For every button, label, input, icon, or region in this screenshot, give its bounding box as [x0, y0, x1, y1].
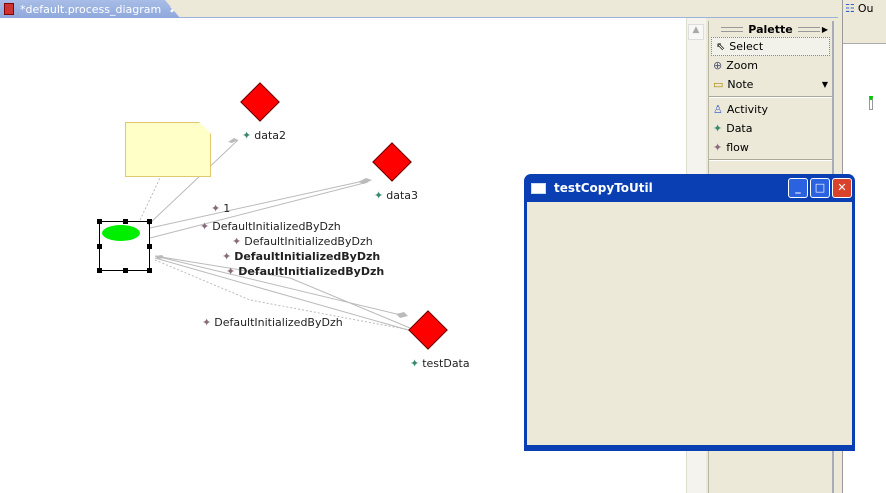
selection-handle[interactable] — [97, 268, 102, 273]
flow-label[interactable]: ✦1 — [211, 202, 231, 215]
connection-line — [154, 255, 406, 317]
flow-label[interactable]: ✦DefaultInitializedByDzh — [222, 250, 381, 263]
palette-item-zoom[interactable]: ⊕Zoom — [713, 59, 758, 72]
dialog-title: testCopyToUtil — [554, 181, 653, 195]
arrow-cursor-icon: ⇖ — [716, 40, 726, 53]
collapse-palette-icon[interactable]: ▶ — [821, 24, 828, 34]
activity-icon: ♙ — [713, 103, 723, 116]
flow-icon: ✦ — [222, 250, 232, 263]
flow-icon: ✦ — [232, 235, 242, 248]
connection-line — [147, 139, 239, 226]
selection-handle[interactable] — [97, 219, 102, 224]
palette-separator — [709, 96, 832, 98]
activity-ellipse — [102, 225, 140, 241]
flow-icon: ✦ — [200, 220, 210, 233]
selection-handle[interactable] — [147, 219, 152, 224]
close-button[interactable]: ✕ — [832, 178, 852, 198]
close-tab-icon[interactable]: ✖ — [169, 2, 179, 16]
editor-tab-bar: *default.process_diagram ✖ — [0, 0, 838, 18]
grip-lines — [797, 26, 820, 32]
arrowhead — [358, 178, 372, 184]
flow-icon: ✦ — [226, 265, 236, 278]
palette-header[interactable]: Palette▶ — [709, 21, 832, 37]
scroll-up-button[interactable]: ▲ — [688, 24, 704, 40]
flow-label[interactable]: ✦DefaultInitializedByDzh — [200, 220, 341, 233]
note-link-line — [139, 177, 161, 221]
palette-item-data[interactable]: ✦Data — [713, 122, 753, 135]
connection-line — [154, 257, 416, 333]
flow-icon: ✦ — [211, 202, 221, 215]
zoom-icon: ⊕ — [713, 59, 723, 72]
editor-tab[interactable]: *default.process_diagram ✖ — [0, 0, 180, 18]
palette-item-activity[interactable]: ♙Activity — [713, 103, 769, 116]
diagram-file-icon — [4, 3, 14, 15]
minimize-button[interactable]: _ — [788, 178, 808, 198]
data-node-label[interactable]: ✦testData — [410, 357, 470, 370]
selection-handle[interactable] — [123, 219, 128, 224]
palette-separator — [709, 159, 832, 161]
connection-line — [154, 255, 411, 329]
note-shape[interactable] — [125, 122, 211, 177]
connection-line — [149, 179, 369, 229]
chevron-down-icon[interactable]: ▼ — [821, 80, 828, 89]
data-node-label[interactable]: ✦data2 — [242, 129, 286, 142]
dialog-window: testCopyToUtil _ □ ✕ — [524, 174, 855, 451]
arrowhead — [228, 138, 238, 143]
maximize-button[interactable]: □ — [810, 178, 830, 198]
note-icon: ▭ — [713, 78, 724, 91]
selection-handle[interactable] — [97, 244, 102, 249]
activity-node[interactable] — [97, 219, 152, 273]
data-icon: ✦ — [374, 189, 384, 202]
outline-thumbnail — [869, 96, 873, 110]
editor-tab-title: *default.process_diagram — [20, 2, 162, 16]
data-icon: ✦ — [713, 122, 723, 135]
window-icon — [531, 182, 546, 194]
dialog-body — [527, 202, 852, 445]
data-icon: ✦ — [242, 129, 252, 142]
outline-tab[interactable]: ☷Ou — [843, 0, 886, 44]
outline-icon: ☷ — [845, 2, 855, 15]
data-node-label[interactable]: ✦data3 — [374, 189, 418, 202]
flow-label[interactable]: ✦DefaultInitializedByDzh — [226, 265, 385, 278]
grip-lines — [721, 26, 744, 32]
arrowhead — [396, 312, 408, 318]
selection-handle[interactable] — [147, 244, 152, 249]
selection-handle[interactable] — [123, 268, 128, 273]
connections — [139, 138, 416, 333]
palette-item-flow[interactable]: ✦flow — [713, 141, 749, 154]
flow-icon: ✦ — [713, 141, 723, 154]
palette-item-note[interactable]: ▭Note▼ — [713, 78, 828, 91]
dialog-title-bar[interactable]: testCopyToUtil _ □ ✕ — [527, 174, 852, 202]
selection-handle[interactable] — [147, 268, 152, 273]
palette-item-select[interactable]: ⇖Select — [711, 37, 830, 56]
flow-label[interactable]: ✦DefaultInitializedByDzh — [202, 316, 343, 329]
flow-icon: ✦ — [202, 316, 212, 329]
arrowhead — [155, 255, 165, 259]
data-icon: ✦ — [410, 357, 420, 370]
connection-line — [149, 181, 369, 239]
flow-label[interactable]: ✦DefaultInitializedByDzh — [232, 235, 373, 248]
